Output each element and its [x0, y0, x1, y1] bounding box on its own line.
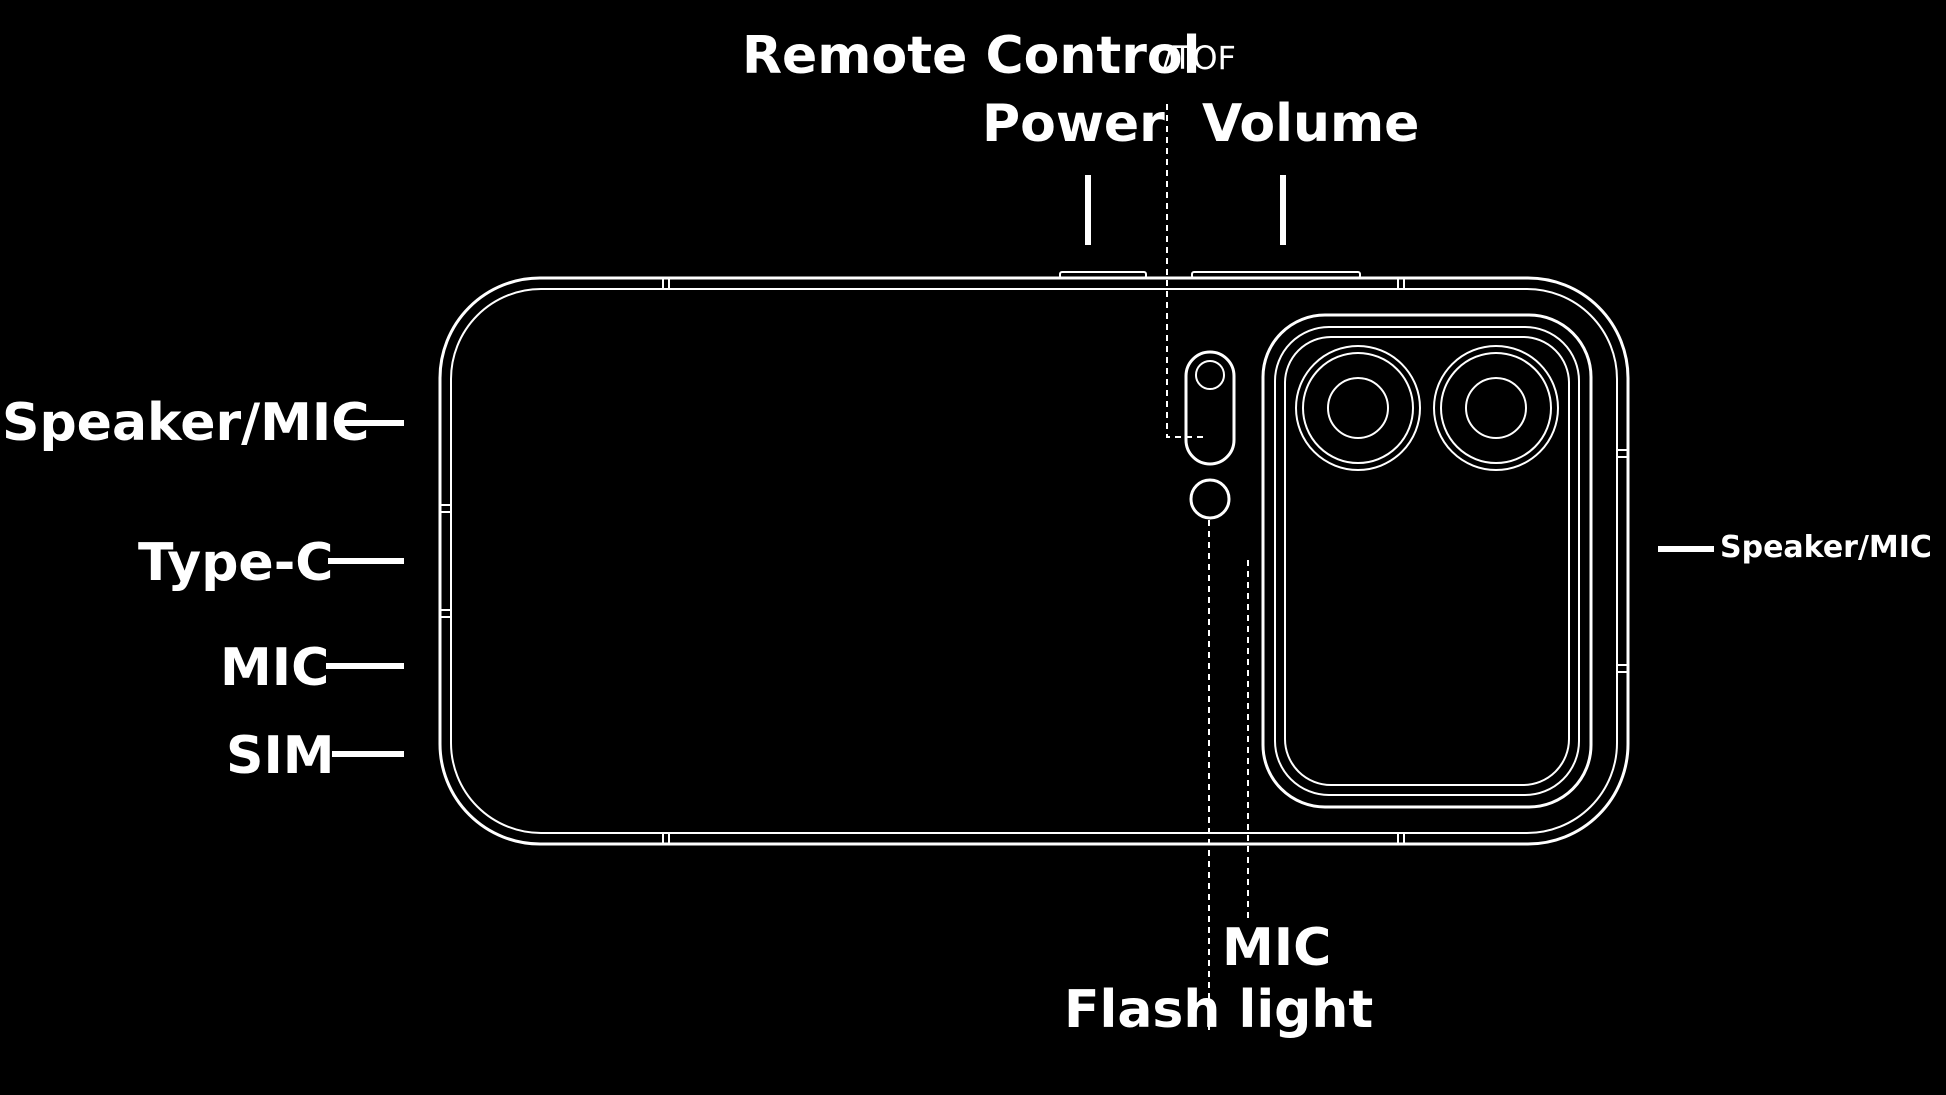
remote-control-label: Remote Control [742, 26, 1201, 86]
sim-label: SIM [226, 726, 335, 786]
phone-body-inner [450, 288, 1618, 834]
lens-right [1433, 345, 1559, 471]
mic-left-label: MIC [220, 638, 330, 698]
flash-light-label: Flash light [1064, 980, 1374, 1040]
camera-module-outer [1261, 313, 1593, 809]
tof-sensor-dot [1195, 360, 1225, 390]
type-c-label: Type-C [138, 533, 334, 593]
dashed-leaders [1166, 104, 1249, 1030]
tof-sensor-pill [1184, 350, 1236, 466]
lens-left [1295, 345, 1421, 471]
speaker-mic-right-label: Speaker/MIC [1720, 530, 1932, 565]
power-button-outline [1059, 271, 1147, 279]
tof-label: /TOF [1162, 39, 1236, 77]
camera-module-mid [1274, 326, 1580, 796]
power-label: Power [982, 94, 1165, 154]
speaker-mic-left-label: Speaker/MIC [2, 393, 370, 453]
tof-leader [1166, 104, 1208, 438]
phone-body-outer [438, 276, 1630, 846]
volume-button-outline [1191, 271, 1361, 279]
volume-label: Volume [1202, 94, 1420, 154]
camera-module-inner [1284, 336, 1570, 786]
flash-light-circle [1189, 478, 1231, 520]
solid-leaders [326, 175, 1714, 757]
mic-bottom-label: MIC [1222, 918, 1332, 978]
band-seams [440, 278, 1628, 844]
